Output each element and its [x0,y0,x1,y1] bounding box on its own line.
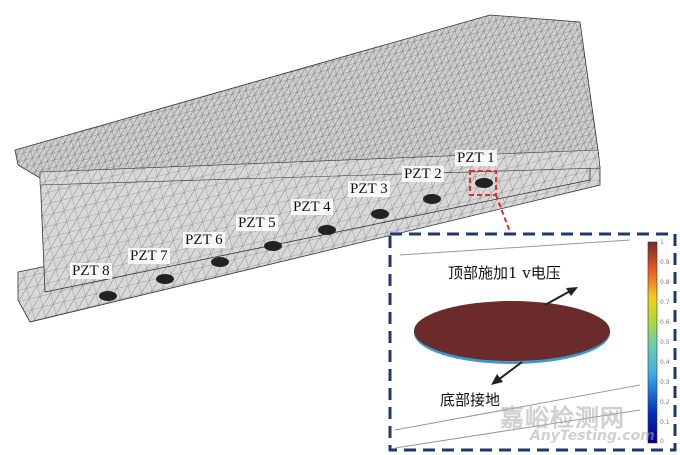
colorbar-tick: 0.1 [660,419,670,426]
pzt-disks [99,178,493,301]
colorbar [647,241,658,444]
colorbar-tick: 0.4 [660,359,670,366]
pzt-label-6: PZT 6 [183,232,225,248]
colorbar-tick: 0.6 [660,319,670,326]
watermark-url: AnyTesting.com [530,428,655,444]
pzt-label-8: PZT 8 [70,263,112,279]
watermark-text: 嘉峪检测网 [500,404,625,432]
pzt-label-2: PZT 2 [402,166,444,182]
pzt-disk-top [414,301,610,361]
colorbar-tick: 0.8 [660,279,670,286]
pzt-label-1: PZT 1 [455,150,497,166]
callout-box [469,170,497,196]
callout-line [495,194,511,233]
colorbar-tick: 0 [660,438,664,445]
colorbar-tick: 0.9 [660,259,670,266]
inset-border [388,232,677,452]
colorbar-tick: 0.5 [660,339,670,346]
bottom-ground-label: 底部接地 [440,391,501,409]
pzt-label-7: PZT 7 [128,248,170,264]
pzt-label-4: PZT 4 [291,199,333,215]
colorbar-tick: 0.2 [660,399,670,406]
colorbar-tick: 0.7 [660,299,670,306]
colorbar-tick: 0.3 [660,379,670,386]
pzt-label-3: PZT 3 [348,181,390,197]
colorbar-tick: 1 [660,239,664,246]
top-voltage-label: 顶部施加1 v电压 [448,264,561,282]
pzt-label-5: PZT 5 [236,215,278,231]
